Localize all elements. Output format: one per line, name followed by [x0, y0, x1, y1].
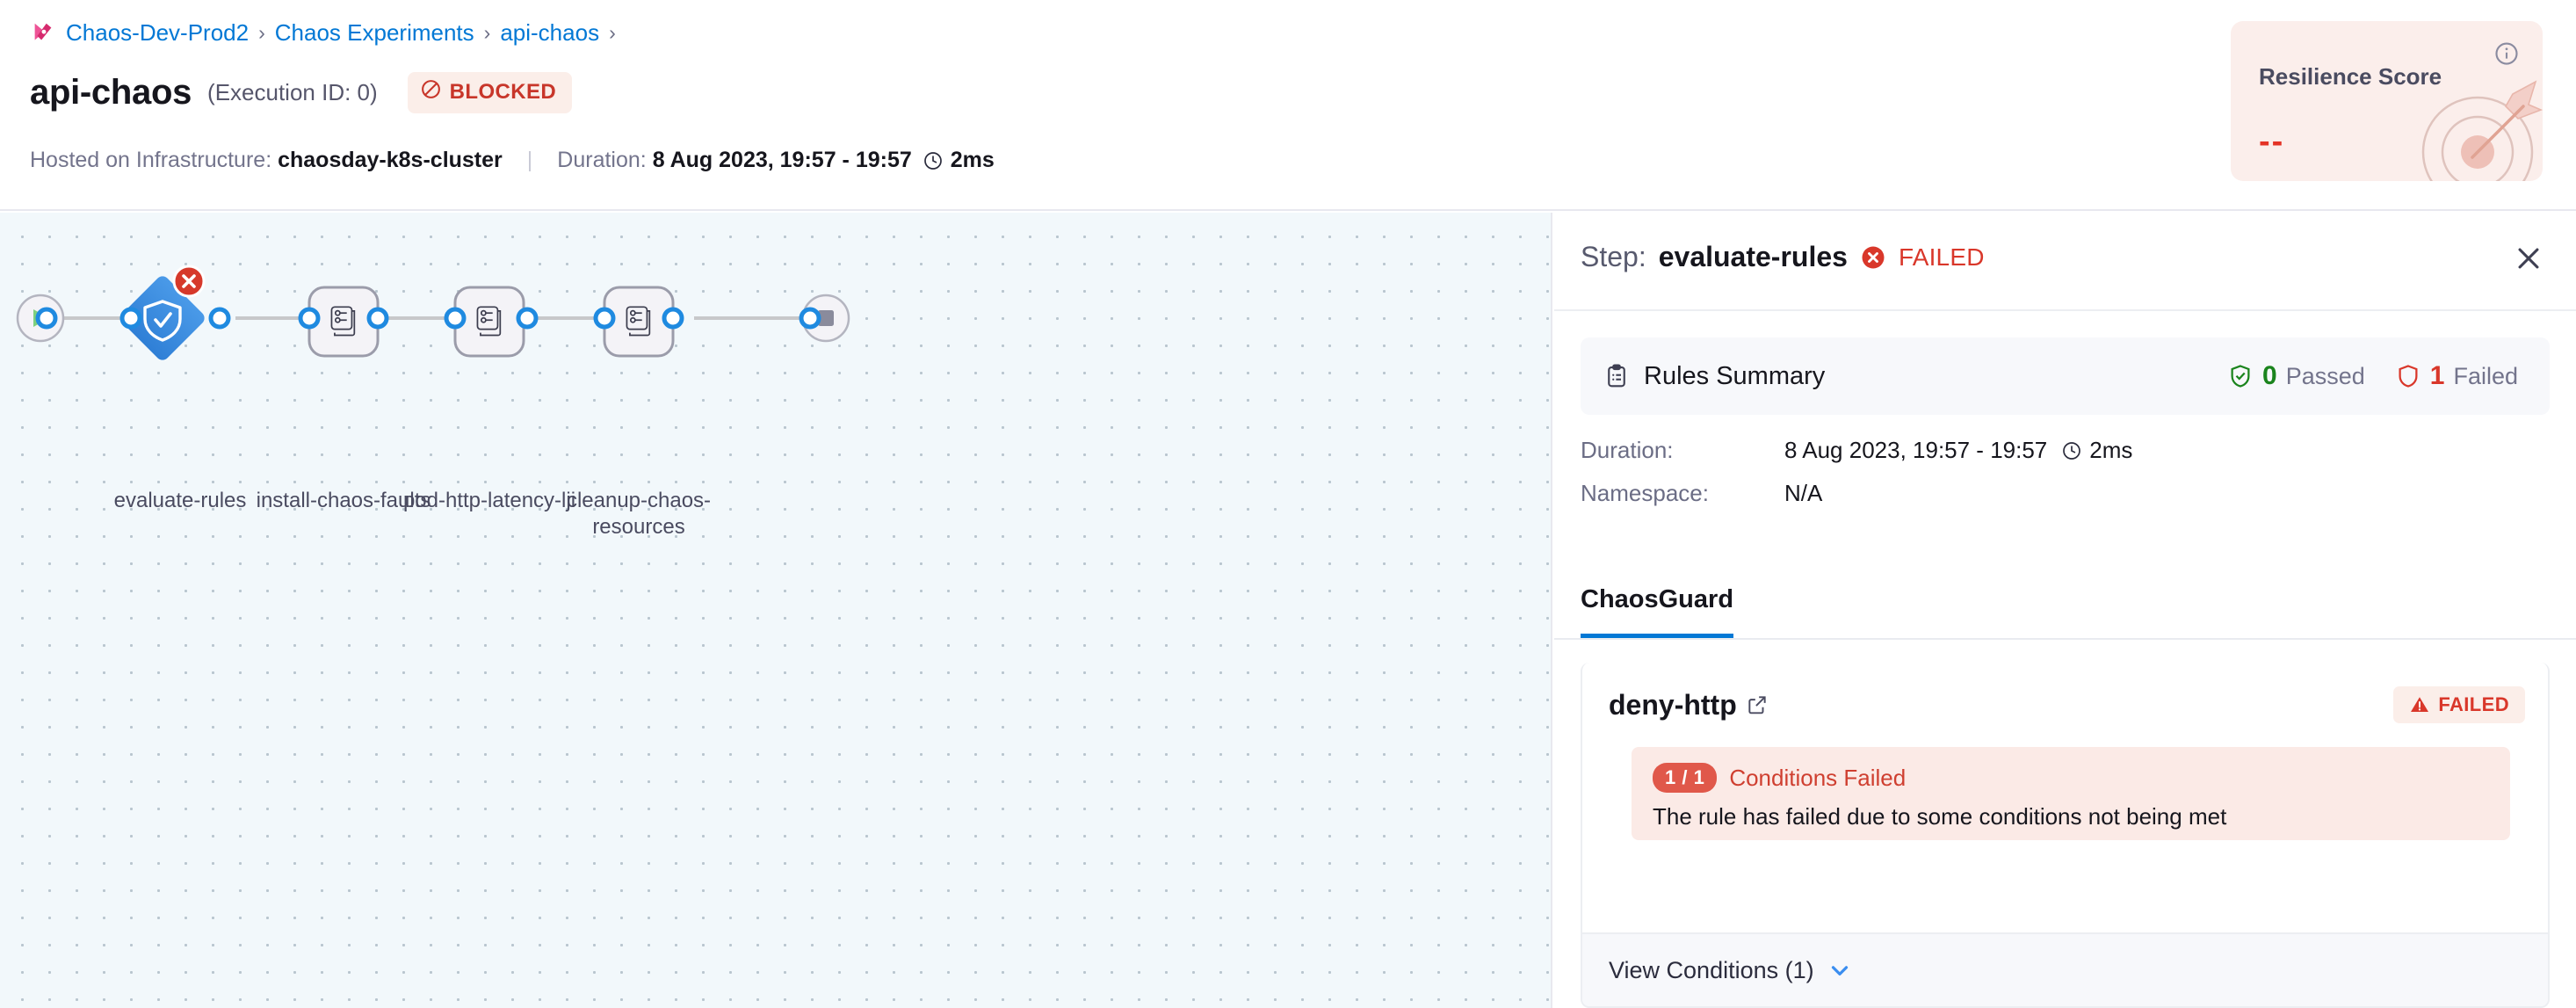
- detail-key-namespace: Namespace:: [1581, 480, 1709, 506]
- breadcrumb-separator: ›: [258, 21, 265, 44]
- connector-dot[interactable]: [35, 307, 58, 330]
- duration-elapsed: 2ms: [950, 148, 995, 172]
- conditions-failed-box: 1 / 1 Conditions Failed The rule has fai…: [1632, 747, 2510, 840]
- node-install-chaos-faults[interactable]: [308, 286, 380, 358]
- external-link-icon[interactable]: [1746, 693, 1769, 716]
- connector-dot[interactable]: [516, 307, 539, 330]
- error-x-icon: [172, 265, 206, 298]
- panel-header: Step: evaluate-rules FAILED: [1554, 213, 2576, 311]
- shield-check-icon: [2227, 363, 2254, 389]
- node-label-pod-http-latency-lji: pod-http-latency-lji: [402, 489, 576, 512]
- rules-failed-stat: 1 Failed: [2395, 361, 2518, 391]
- breadcrumb-item-2[interactable]: api-chaos: [500, 19, 600, 46]
- rules-passed-stat: 0 Passed: [2227, 361, 2365, 391]
- panel-title: Step: evaluate-rules FAILED: [1581, 241, 1985, 273]
- header-meta: Hosted on Infrastructure: chaosday-k8s-c…: [30, 148, 995, 173]
- pipeline-canvas[interactable]: evaluate-rules install-chaos-faults pod-…: [0, 213, 1552, 1008]
- meta-divider: |: [526, 148, 533, 172]
- node-evaluate-rules[interactable]: [118, 265, 207, 363]
- breadcrumb-item-1[interactable]: Chaos Experiments: [274, 19, 474, 46]
- target-arrow-icon: [2381, 64, 2543, 181]
- clock-icon: [2061, 440, 2082, 461]
- resilience-score-value: --: [2259, 123, 2285, 160]
- connector-dot[interactable]: [444, 307, 467, 330]
- resilience-score-title: Resilience Score: [2259, 63, 2442, 90]
- view-conditions-label: View Conditions (1): [1609, 956, 1814, 983]
- rules-summary-left: Rules Summary: [1603, 362, 1825, 391]
- detail-value-namespace: N/A: [1784, 480, 1823, 506]
- node-pod-http-latency-lji[interactable]: [453, 286, 525, 358]
- breadcrumb: Chaos-Dev-Prod2 › Chaos Experiments › ap…: [30, 19, 616, 47]
- rule-name: deny-http: [1609, 688, 1737, 721]
- breadcrumb-separator: ›: [483, 21, 491, 44]
- detail-row-duration: Duration: 8 Aug 2023, 19:57 - 19:57 2ms: [1581, 437, 2132, 464]
- detail-value-duration: 8 Aug 2023, 19:57 - 19:57 2ms: [1784, 437, 2132, 464]
- clipboard-icon: [1603, 363, 1630, 389]
- rule-name-group: deny-http: [1609, 689, 1769, 722]
- conditions-failed-title: Conditions Failed: [1729, 764, 1907, 791]
- step-name: evaluate-rules: [1658, 241, 1848, 272]
- resilience-score-card: Resilience Score --: [2231, 21, 2543, 181]
- close-icon[interactable]: [2507, 237, 2550, 279]
- rule-card-deny-http: deny-http: [1581, 663, 2550, 1008]
- view-conditions-toggle[interactable]: View Conditions (1): [1582, 932, 2548, 1006]
- rules-failed-label: Failed: [2453, 362, 2518, 389]
- panel-tabs: ChaosGuard: [1554, 580, 2576, 640]
- step-status: FAILED: [1898, 243, 1985, 271]
- rules-summary-card: Rules Summary 0 Passed: [1581, 337, 2550, 415]
- connector-dot[interactable]: [593, 307, 616, 330]
- pipeline-graph: [16, 265, 850, 363]
- rules-failed-count: 1: [2429, 361, 2445, 390]
- breadcrumb-item-0[interactable]: Chaos-Dev-Prod2: [66, 19, 250, 46]
- connector-dot[interactable]: [799, 307, 821, 330]
- detail-duration-range: 8 Aug 2023, 19:57 - 19:57: [1784, 437, 2048, 463]
- rules-passed-label: Passed: [2285, 362, 2365, 389]
- step-details-list: Duration: 8 Aug 2023, 19:57 - 19:57 2ms …: [1581, 437, 2132, 523]
- shield-icon: [2395, 363, 2421, 389]
- page-title: api-chaos: [30, 73, 192, 112]
- chevron-down-icon[interactable]: [1827, 957, 1853, 983]
- info-circle-icon[interactable]: [2493, 40, 2520, 71]
- tab-chaosguard[interactable]: ChaosGuard: [1581, 585, 1734, 638]
- breadcrumb-separator: ›: [609, 21, 616, 44]
- end-node[interactable]: [801, 294, 850, 343]
- node-label-install-chaos-faults: install-chaos-faults: [256, 489, 431, 512]
- rules-summary-stats: 0 Passed 1 Failed: [2227, 361, 2518, 391]
- title-row: api-chaos (Execution ID: 0) BLOCKED: [30, 72, 573, 113]
- rule-status-badge: FAILED: [2393, 686, 2525, 723]
- connector-dot[interactable]: [366, 307, 389, 330]
- connector-dot[interactable]: [662, 307, 684, 330]
- conditions-failed-description: The rule has failed due to some conditio…: [1653, 803, 2227, 830]
- page-header: Chaos-Dev-Prod2 › Chaos Experiments › ap…: [0, 0, 2576, 211]
- conditions-count-pill: 1 / 1: [1653, 763, 1718, 793]
- infra-value: chaosday-k8s-cluster: [278, 148, 503, 172]
- step-details-panel: Step: evaluate-rules FAILED: [1554, 213, 2576, 1008]
- rules-summary-label: Rules Summary: [1644, 361, 1826, 390]
- step-prefix-label: Step:: [1581, 241, 1646, 272]
- error-x-icon: [1860, 244, 1886, 271]
- status-badge: BLOCKED: [407, 72, 573, 113]
- blocked-circle-slash-icon: [420, 78, 442, 106]
- rules-passed-count: 0: [2262, 361, 2277, 390]
- harness-logo-icon: [30, 20, 56, 47]
- detail-row-namespace: Namespace: N/A: [1581, 480, 2132, 507]
- conditions-failed-header: 1 / 1 Conditions Failed: [1653, 763, 2489, 793]
- connector-dot[interactable]: [119, 307, 142, 330]
- detail-key-duration: Duration:: [1581, 437, 1674, 463]
- status-badge-label: BLOCKED: [449, 80, 557, 104]
- connector-dot[interactable]: [208, 307, 231, 330]
- node-label-cleanup-chaos-resources: cleanup-chaos-resources: [566, 489, 712, 539]
- warning-triangle-icon: [2409, 694, 2430, 715]
- duration-label: Duration:: [557, 148, 647, 172]
- clock-icon: [923, 150, 944, 171]
- duration-value: 8 Aug 2023, 19:57 - 19:57: [652, 148, 912, 172]
- connector-dot[interactable]: [298, 307, 321, 330]
- detail-duration-elapsed: 2ms: [2089, 437, 2133, 463]
- execution-id: (Execution ID: 0): [207, 79, 378, 105]
- node-label-evaluate-rules: evaluate-rules: [113, 489, 247, 512]
- rule-status-label: FAILED: [2438, 693, 2509, 715]
- rule-card-header: deny-http: [1582, 663, 2548, 747]
- infra-label: Hosted on Infrastructure:: [30, 148, 272, 172]
